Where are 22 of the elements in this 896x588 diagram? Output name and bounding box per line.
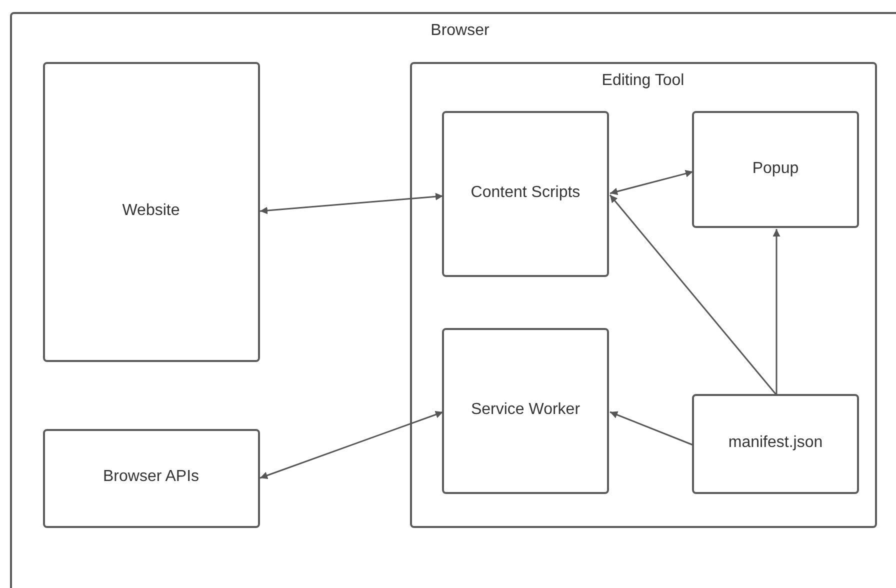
node-label: Popup — [751, 160, 800, 178]
process-box — [692, 111, 859, 228]
node-label: Service Worker — [470, 401, 582, 419]
node-label: Editing Tool — [600, 72, 686, 90]
arrow — [609, 194, 778, 396]
process-box — [442, 111, 609, 277]
node-label: Content Scripts — [470, 184, 582, 202]
node-label: Browser APIs — [102, 468, 200, 486]
node-label: Website — [121, 202, 181, 220]
container-box — [410, 62, 876, 528]
process-box — [42, 62, 260, 362]
container-box — [10, 12, 896, 588]
node-label: Browser — [430, 22, 490, 40]
arrow — [772, 229, 780, 395]
process-box — [692, 394, 859, 494]
process-box — [42, 428, 260, 528]
arrow — [260, 411, 444, 479]
arrow — [610, 170, 694, 196]
arrow — [260, 192, 444, 214]
process-box — [442, 328, 609, 494]
arrow — [610, 411, 694, 446]
node-label: manifest.json — [727, 434, 824, 452]
